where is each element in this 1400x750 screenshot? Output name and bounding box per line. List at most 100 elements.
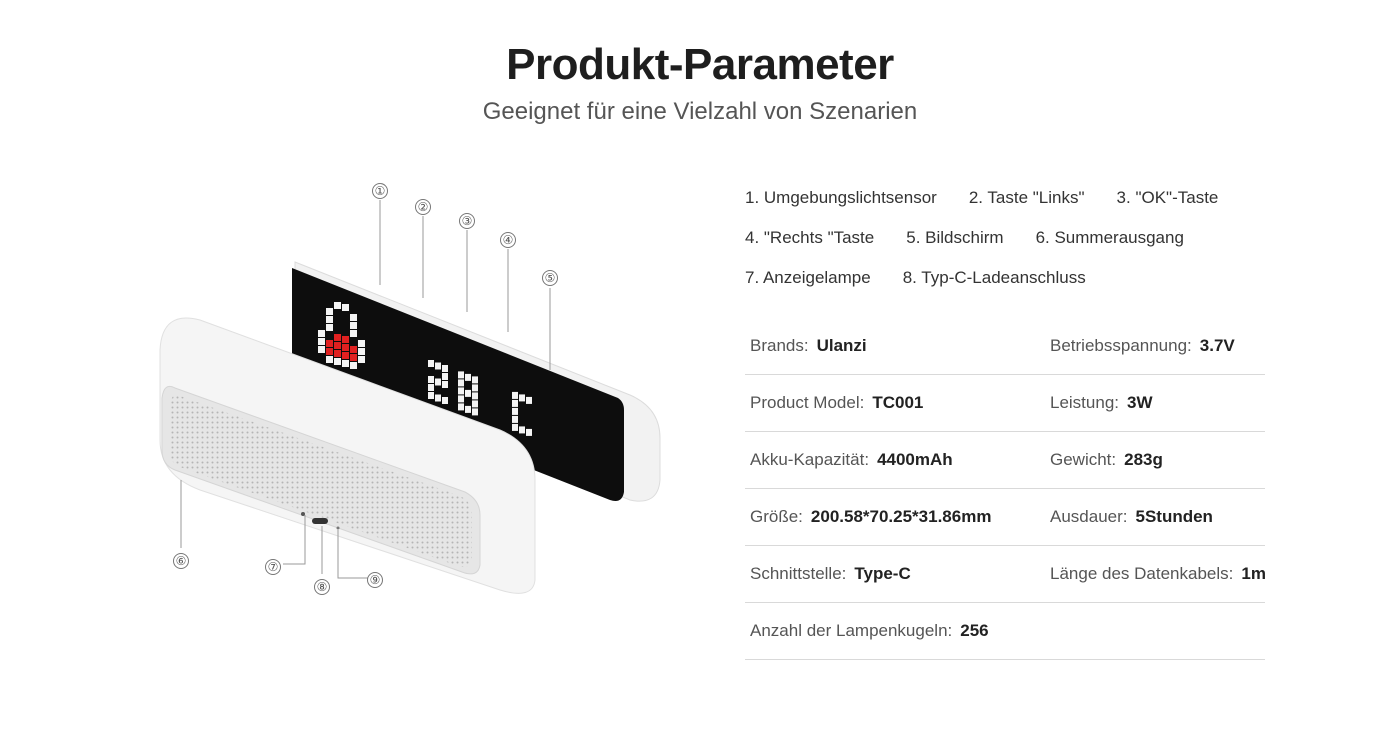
product-illustration: ① ② ③ ④ ⑤ ⑥ ⑦ ⑧ ⑨ xyxy=(140,170,700,620)
callout-4: ④ xyxy=(500,232,516,248)
led-pixel xyxy=(342,344,349,351)
specs-table: Brands:Ulanzi Betriebsspannung:3.7V Prod… xyxy=(745,318,1266,660)
spec-endurance: Ausdauer:5Stunden xyxy=(1050,507,1213,526)
spec-row: Product Model:TC001 Leistung:3W xyxy=(745,375,1265,432)
callout-2: ② xyxy=(415,199,431,215)
callout-8: ⑧ xyxy=(314,579,330,595)
led-pixel xyxy=(334,342,341,349)
parts-row: 1. Umgebungslichtsensor 2. Taste "Links"… xyxy=(745,188,1305,228)
led-pixel xyxy=(326,340,333,347)
led-pixel xyxy=(334,350,341,357)
spec-voltage: Betriebsspannung:3.7V xyxy=(1050,336,1235,355)
led-pixel xyxy=(350,314,357,321)
led-pixel xyxy=(472,392,478,400)
led-pixel xyxy=(342,352,349,359)
led-pixel xyxy=(512,415,518,423)
led-pixel xyxy=(465,405,471,413)
led-pixel xyxy=(519,394,525,402)
parts-row: 4. "Rechts "Taste 5. Bildschirm 6. Summe… xyxy=(745,228,1305,268)
led-pixel xyxy=(472,376,478,384)
led-pixel xyxy=(512,407,518,415)
led-pixel xyxy=(512,391,518,399)
speaker-holes xyxy=(170,395,472,568)
led-pixel xyxy=(472,408,478,416)
callout-1: ① xyxy=(372,183,388,199)
part-label: 5. Bildschirm xyxy=(906,228,1004,247)
spec-interface: Schnittstelle:Type-C xyxy=(750,564,911,583)
led-pixel xyxy=(318,346,325,353)
led-pixel xyxy=(442,397,448,404)
led-pixel xyxy=(428,392,434,399)
spec-row: Brands:Ulanzi Betriebsspannung:3.7V xyxy=(745,318,1265,375)
spec-size: Größe:200.58*70.25*31.86mm xyxy=(750,507,992,526)
led-pixel xyxy=(326,348,333,355)
led-pixel xyxy=(442,373,448,380)
led-pixel xyxy=(458,379,464,387)
led-pixel xyxy=(350,322,357,329)
led-pixel xyxy=(358,340,365,347)
led-pixel xyxy=(442,381,448,388)
led-pixel xyxy=(358,348,365,355)
led-pixel xyxy=(519,426,525,434)
callout-7: ⑦ xyxy=(265,559,281,575)
led-pixel xyxy=(435,394,441,402)
part-label: 4. "Rechts "Taste xyxy=(745,228,875,247)
spec-cable-length: Länge des Datenkabels:1m xyxy=(1050,564,1266,583)
spec-weight: Gewicht:283g xyxy=(1050,450,1163,469)
led-pixel xyxy=(334,302,341,309)
spec-row: Akku-Kapazität:4400mAh Gewicht:283g xyxy=(745,432,1265,489)
led-pixel xyxy=(435,362,441,370)
led-pixel xyxy=(342,336,349,343)
parts-row: 7. Anzeigelampe 8. Typ-C-Ladeanschluss xyxy=(745,268,1305,308)
spec-row: Anzahl der Lampenkugeln:256 xyxy=(745,603,1265,660)
led-pixel xyxy=(350,330,357,337)
part-label: 7. Anzeigelampe xyxy=(745,268,871,287)
led-pixel xyxy=(428,384,434,391)
part-label: 6. Summerausgang xyxy=(1035,228,1184,247)
led-pixel xyxy=(358,356,365,363)
led-pixel xyxy=(458,387,464,395)
led-pixel xyxy=(428,376,434,383)
part-label: 2. Taste "Links" xyxy=(968,188,1085,207)
led-pixel xyxy=(472,384,478,392)
spec-led-count: Anzahl der Lampenkugeln:256 xyxy=(750,621,989,640)
led-pixel xyxy=(458,395,464,403)
led-pixel xyxy=(334,358,341,365)
callout-6: ⑥ xyxy=(173,553,189,569)
spec-power: Leistung:3W xyxy=(1050,393,1153,412)
sensor-dot xyxy=(336,526,340,530)
led-pixel xyxy=(350,354,357,361)
pixel-art xyxy=(318,302,532,436)
led-pixel xyxy=(435,378,441,386)
part-label: 8. Typ-C-Ladeanschluss xyxy=(902,268,1086,287)
page-subtitle: Geeignet für eine Vielzahl von Szenarien xyxy=(482,98,918,125)
led-pixel xyxy=(512,423,518,431)
led-pixel xyxy=(318,330,325,337)
callout-9: ⑨ xyxy=(367,572,383,588)
led-pixel xyxy=(326,356,333,363)
callout-3: ③ xyxy=(459,213,475,229)
callout-5: ⑤ xyxy=(542,270,558,286)
led-pixel xyxy=(526,396,532,404)
led-pixel xyxy=(442,365,448,372)
part-label: 3. "OK"-Taste xyxy=(1116,188,1219,207)
parts-legend: 1. Umgebungslichtsensor 2. Taste "Links"… xyxy=(745,188,1305,308)
led-pixel xyxy=(472,400,478,408)
led-pixel xyxy=(342,360,349,367)
led-pixel xyxy=(526,428,532,436)
led-pixel xyxy=(326,316,333,323)
spec-model: Product Model:TC001 xyxy=(750,393,924,412)
spec-row: Größe:200.58*70.25*31.86mm Ausdauer:5Stu… xyxy=(745,489,1265,546)
led-pixel xyxy=(350,346,357,353)
clock-drawing xyxy=(159,200,661,594)
led-pixel xyxy=(318,338,325,345)
led-pixel xyxy=(326,324,333,331)
led-pixel xyxy=(458,371,464,379)
led-pixel xyxy=(350,362,357,369)
led-pixel xyxy=(342,304,349,311)
led-pixel xyxy=(465,389,471,397)
spec-brand: Brands:Ulanzi xyxy=(750,336,867,355)
led-pixel xyxy=(512,399,518,407)
indicator-light xyxy=(301,512,305,516)
spec-battery: Akku-Kapazität:4400mAh xyxy=(750,450,953,469)
